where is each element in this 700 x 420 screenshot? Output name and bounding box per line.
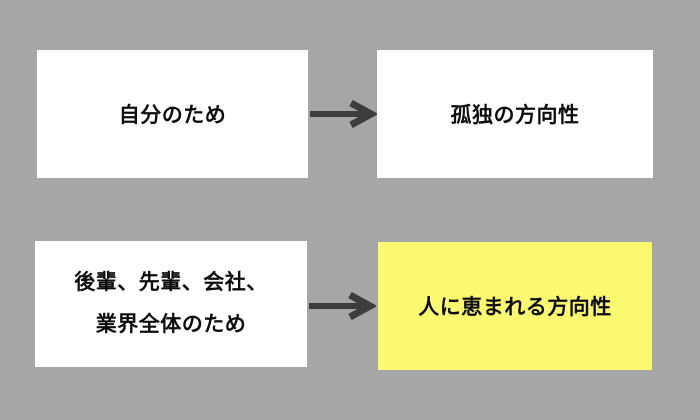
box-label: 人に恵まれる方向性 <box>418 296 612 319</box>
box-label: 自分のため <box>118 104 227 127</box>
right-arrow-icon <box>309 291 376 321</box>
box-for-others-and-industry: 後輩、先輩、会社、 業界全体のため <box>35 241 307 367</box>
box-direction-of-loneliness: 孤独の方向性 <box>377 50 653 178</box>
box-direction-blessed-with-people: 人に恵まれる方向性 <box>378 242 652 370</box>
box-for-oneself: 自分のため <box>37 50 308 178</box>
box-label: 孤独の方向性 <box>450 104 580 127</box>
box-label-line-1: 後輩、先輩、会社、 <box>74 271 268 294</box>
right-arrow-icon <box>310 99 377 129</box>
box-label-line-2: 業界全体のため <box>95 313 247 336</box>
